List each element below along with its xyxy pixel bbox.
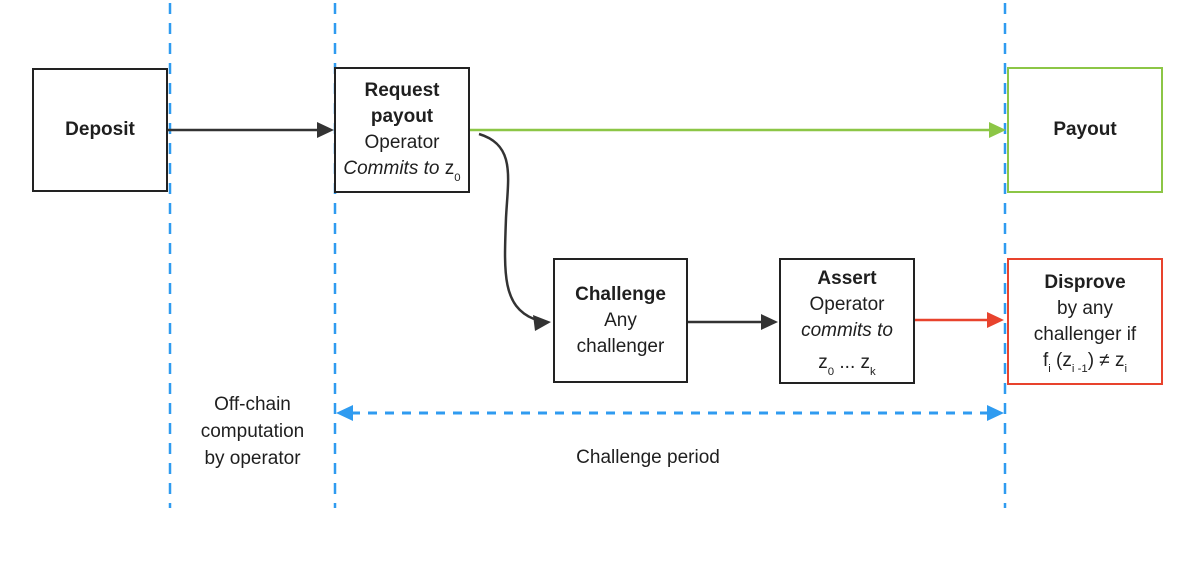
request-to-challenge-arrowhead [533, 315, 551, 331]
offchain-label-line: by operator [204, 448, 301, 469]
disprove-formula: fi (zi -1) ≠ zi [1042, 349, 1128, 375]
disprove-line: by any [1057, 297, 1113, 319]
assert-to-disprove-arrowhead [987, 312, 1004, 328]
challenge-title: Challenge [575, 283, 666, 305]
challenge-line: Any [604, 309, 637, 331]
offchain-label-line: Off-chain [214, 394, 291, 415]
request-payout-box: Request payout Operator Commits to z0 [334, 67, 470, 193]
request-to-payout-arrowhead [989, 122, 1006, 138]
assert-commit-values: z0 ... zk [818, 352, 876, 378]
deposit-to-request-arrowhead [317, 122, 334, 138]
challenge-to-assert-arrowhead [761, 314, 778, 330]
challenge-period-arrowhead-right [987, 405, 1004, 421]
payout-title: Payout [1053, 119, 1117, 140]
payout-box: Payout [1007, 67, 1163, 193]
disprove-line: challenger if [1033, 323, 1137, 345]
challenge-box: Challenge Any challenger [553, 258, 688, 383]
request-payout-subtitle: Operator [364, 132, 440, 153]
challenge-period-label: Challenge period [576, 447, 720, 468]
deposit-box: Deposit [32, 68, 168, 192]
disprove-box: Disprove by any challenger if fi (zi -1)… [1007, 258, 1163, 385]
request-payout-commit: Commits to z0 [343, 158, 461, 184]
challenge-period-arrowhead-left [336, 405, 353, 421]
deposit-title: Deposit [65, 119, 135, 140]
offchain-computation-label: Off-chain computation by operator [170, 391, 335, 472]
assert-commit-label: commits to [801, 320, 893, 341]
assert-title: Assert [817, 268, 877, 289]
assert-subtitle: Operator [809, 294, 885, 315]
offchain-label-line: computation [200, 421, 305, 442]
disprove-title: Disprove [1044, 271, 1126, 293]
request-payout-title: Request payout [364, 80, 440, 127]
request-to-challenge-curve [478, 132, 535, 321]
assert-box: Assert Operator commits to z0 ... zk [779, 258, 915, 384]
challenge-line: challenger [576, 335, 665, 357]
